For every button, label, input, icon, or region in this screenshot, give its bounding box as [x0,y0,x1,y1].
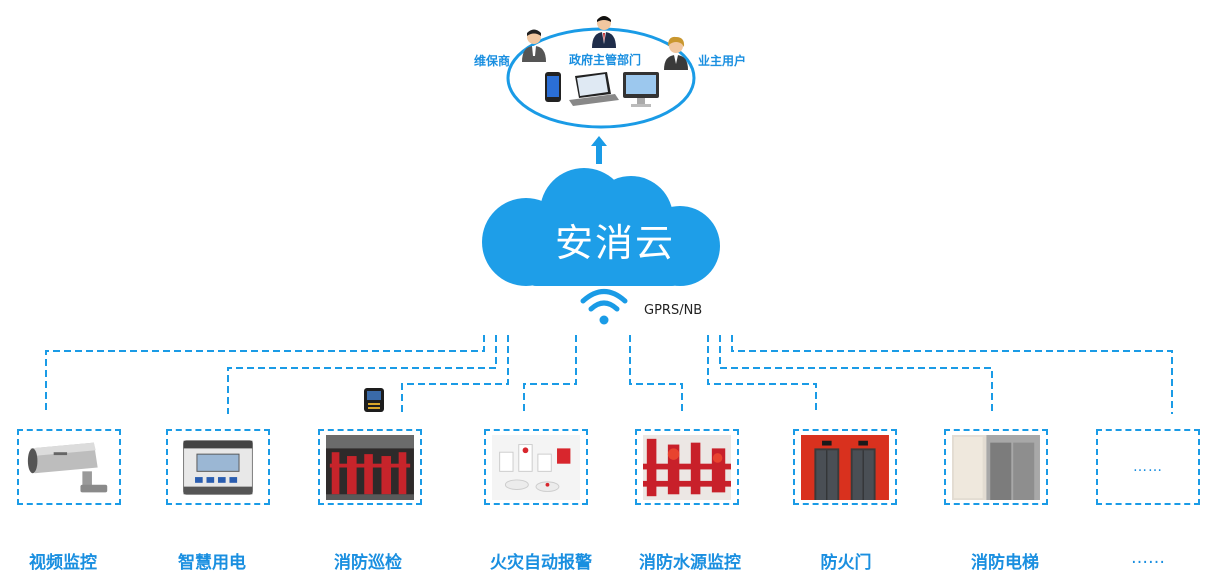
device-box-door [793,429,897,505]
desktop-icon [623,72,659,107]
device-box-more: …… [1096,429,1200,505]
fire-door-image [801,435,889,501]
device-label-patrol: 消防巡检 [334,553,402,573]
device-box-alarm [484,429,588,505]
wire-water [629,335,683,414]
wire-elevator [719,335,993,414]
device-box-video [17,429,121,505]
device-box-patrol [318,429,422,505]
maintainer-avatar [522,29,546,62]
user-label-owner: 业主用户 [698,54,747,68]
cloud-label: 安消云 [554,221,675,265]
more-box-text: …… [1133,459,1163,475]
cloud-icon [482,168,720,286]
power-meter-icon [183,440,253,495]
wire-patrol [401,335,509,414]
camera-icon [27,442,108,493]
wifi-icon [580,289,628,325]
water-pump-image [643,435,731,501]
device-box-elevator [944,429,1048,505]
handheld-terminal-icon [364,388,384,412]
elevator-image [952,435,1040,501]
network-label: GPRS/NB [644,303,703,318]
owner-avatar [664,36,688,70]
device-box-water [635,429,739,505]
device-box-power [166,429,270,505]
wire-alarm [523,335,577,414]
wire-door [707,335,817,414]
user-label-government: 政府主管部门 [569,53,642,67]
phone-icon [545,72,561,102]
device-label-elevator: 消防电梯 [971,553,1039,573]
device-label-door: 防火门 [820,553,872,573]
up-arrow-icon [591,136,607,164]
user-label-maintainer: 维保商 [474,54,511,68]
device-label-power: 智慧用电 [178,553,246,573]
government-avatar [592,16,616,48]
wire-more [731,335,1173,414]
device-label-video: 视频监控 [29,553,97,573]
device-label-water: 消防水源监控 [639,553,741,573]
user-group [506,27,696,129]
laptop-icon [569,72,619,106]
device-label-more: …… [1131,548,1165,568]
fire-alarm-devices-image [492,435,580,501]
wire-power [227,335,497,414]
wire-video [45,335,485,414]
pump-room-image [326,435,414,501]
device-label-alarm: 火灾自动报警 [490,553,592,573]
